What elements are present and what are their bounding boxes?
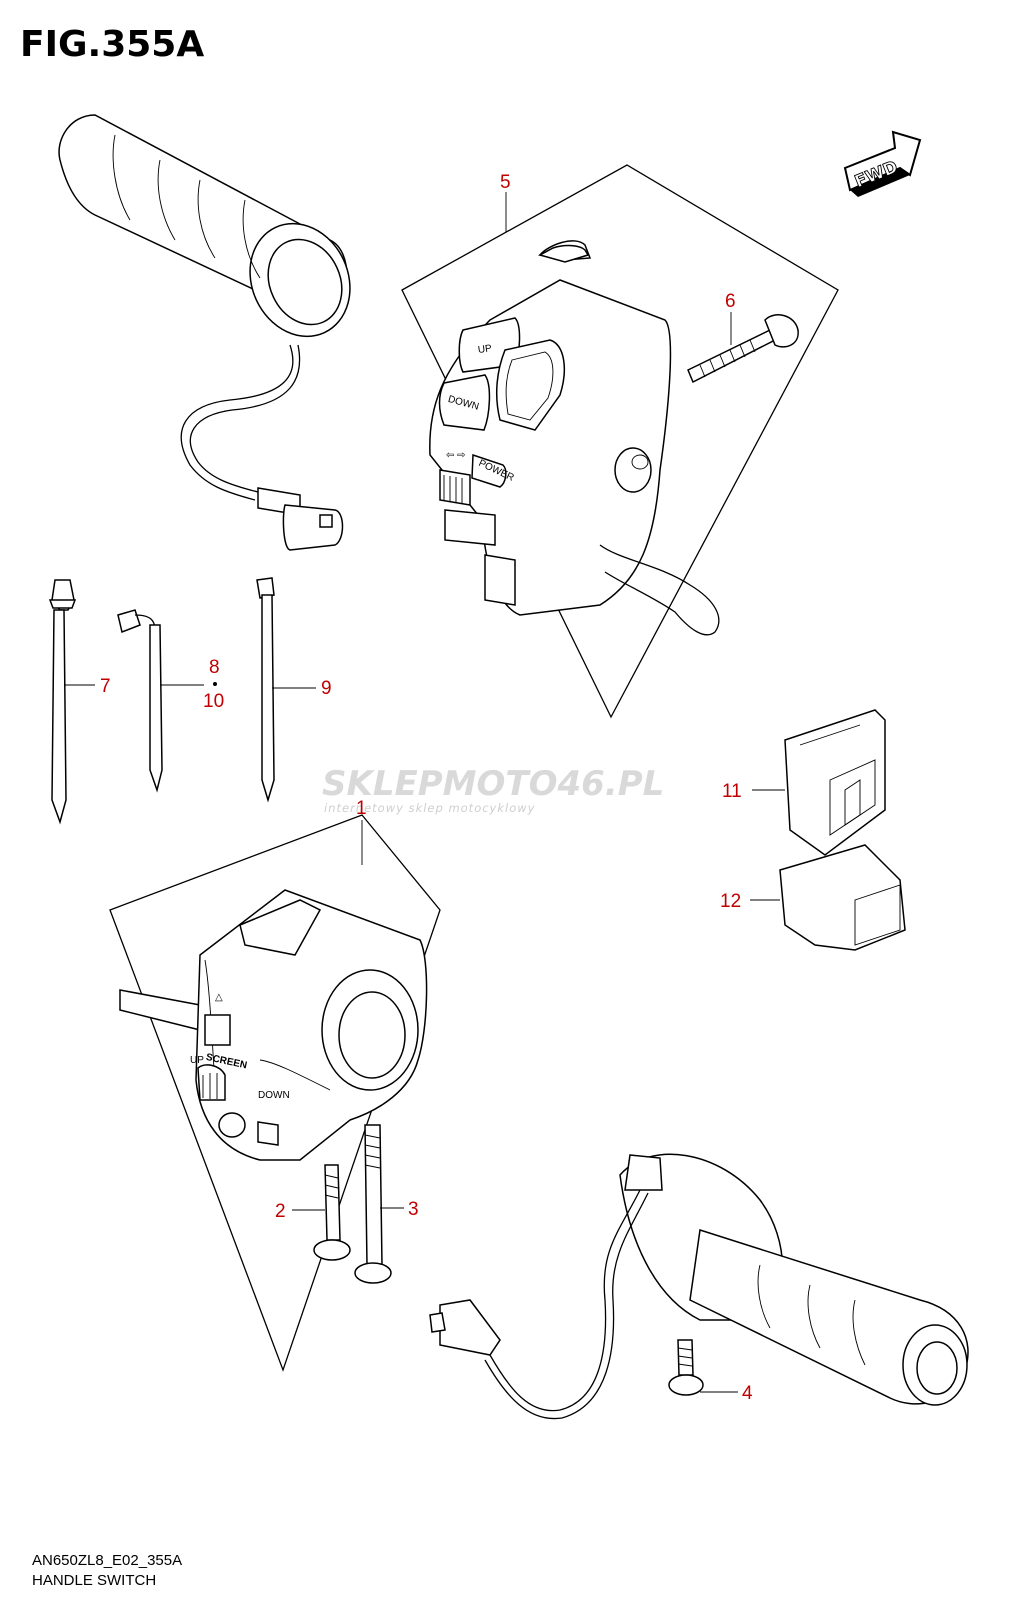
cable-tie-9 xyxy=(256,577,275,803)
warning-icon: △ xyxy=(215,992,223,1003)
callout-11: 11 xyxy=(722,781,742,802)
leader-lines xyxy=(64,192,785,1393)
callout-10: 10 xyxy=(203,691,224,712)
right-grip xyxy=(429,1153,969,1420)
cable-tie-8-10 xyxy=(117,609,163,793)
connector-11 xyxy=(784,709,886,856)
callout-12: 12 xyxy=(720,891,741,912)
callout-9: 9 xyxy=(321,678,332,699)
up-label: UP xyxy=(477,343,493,356)
callout-4: 4 xyxy=(742,1383,753,1404)
section-name: HANDLE SWITCH xyxy=(32,1572,157,1589)
left-handle-switch: △ SCREEN UP DOWN xyxy=(119,889,428,1161)
left-right-arrows-icon: ⇦ ⇨ xyxy=(446,450,466,461)
model-code: AN650ZL8_E02_355A xyxy=(32,1552,183,1569)
callout-7: 7 xyxy=(100,676,111,697)
callout-8: 8 xyxy=(209,657,220,678)
callout-3: 3 xyxy=(408,1199,419,1220)
screw-3 xyxy=(354,1124,392,1284)
cable-tie-7 xyxy=(48,579,77,825)
callout-1: 1 xyxy=(356,798,367,819)
figure-title: FIG.355A xyxy=(20,24,205,65)
screen-down-label: DOWN xyxy=(258,1090,290,1101)
screen-up-label: UP xyxy=(190,1055,204,1066)
screw-6 xyxy=(687,314,799,384)
watermark-brand: SKLEPMOTO46.PL xyxy=(322,764,664,804)
right-handle-switch: UP DOWN ⇦ ⇨ POWER xyxy=(429,240,720,636)
callout-6: 6 xyxy=(725,291,736,312)
callout-5: 5 xyxy=(500,172,511,193)
screw-2 xyxy=(313,1164,351,1261)
watermark-tagline: internetowy sklep motocyklowy xyxy=(324,801,535,815)
fwd-arrow-icon: FWD xyxy=(843,130,922,197)
part-1-boundary xyxy=(109,814,441,1372)
callout-2: 2 xyxy=(275,1201,286,1222)
left-grip xyxy=(58,114,351,551)
cover-12 xyxy=(779,844,906,951)
screw-4 xyxy=(668,1339,704,1396)
